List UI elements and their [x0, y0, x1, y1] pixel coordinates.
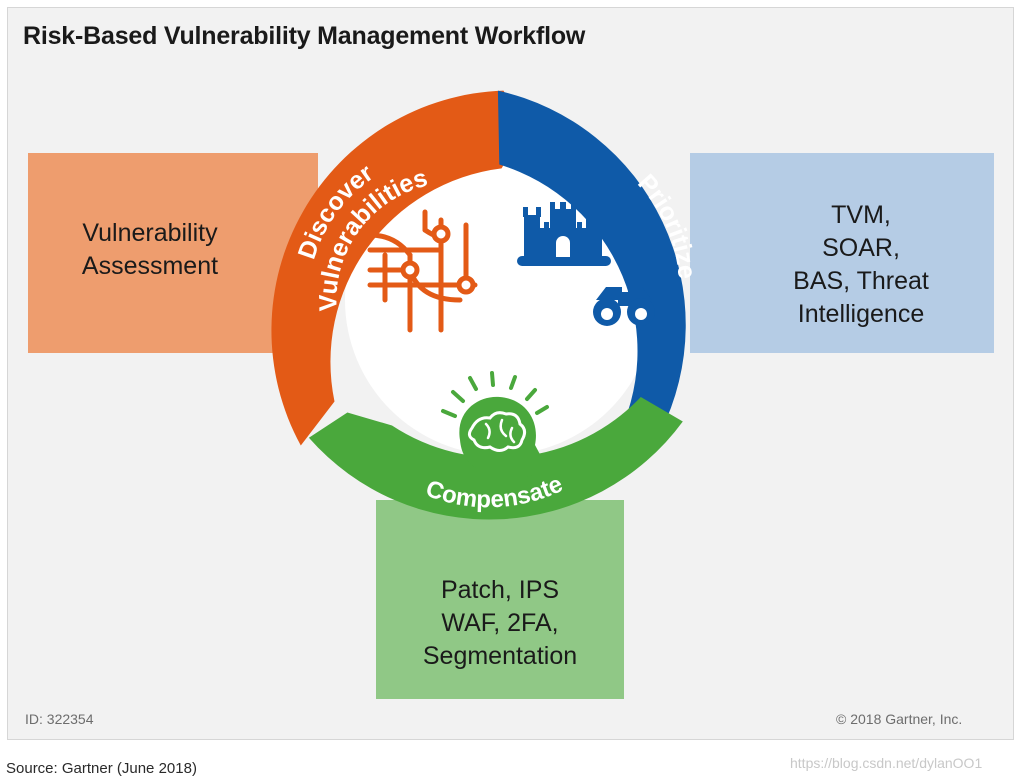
vulnerability-assessment-text: Vulnerability Assessment: [81, 219, 219, 280]
brain-head-icon: [441, 371, 549, 484]
source-caption: Source: Gartner (June 2018): [6, 760, 197, 777]
castle-icon: [517, 202, 611, 266]
mitigations-text: Patch, IPS WAF, 2FA, Segmentation: [422, 576, 578, 670]
tools-panel: [690, 153, 994, 353]
binoculars-icon: [593, 287, 655, 326]
tools-text: TVM, SOAR, BAS, Threat Intelligence: [793, 201, 929, 328]
watermark-url: https://blog.csdn.net/dylanOO1: [790, 755, 983, 771]
network-icon: [367, 209, 478, 333]
copyright: © 2018 Gartner, Inc.: [836, 711, 963, 727]
discover-arc: [271, 90, 525, 446]
mitigations-panel: [376, 500, 624, 699]
vulnerability-assessment-panel: [28, 153, 318, 353]
prioritize-arc: [497, 90, 686, 442]
figure-title: Risk-Based Vulnerability Management Work…: [23, 22, 586, 50]
figure-id: ID: 322354: [25, 711, 94, 727]
